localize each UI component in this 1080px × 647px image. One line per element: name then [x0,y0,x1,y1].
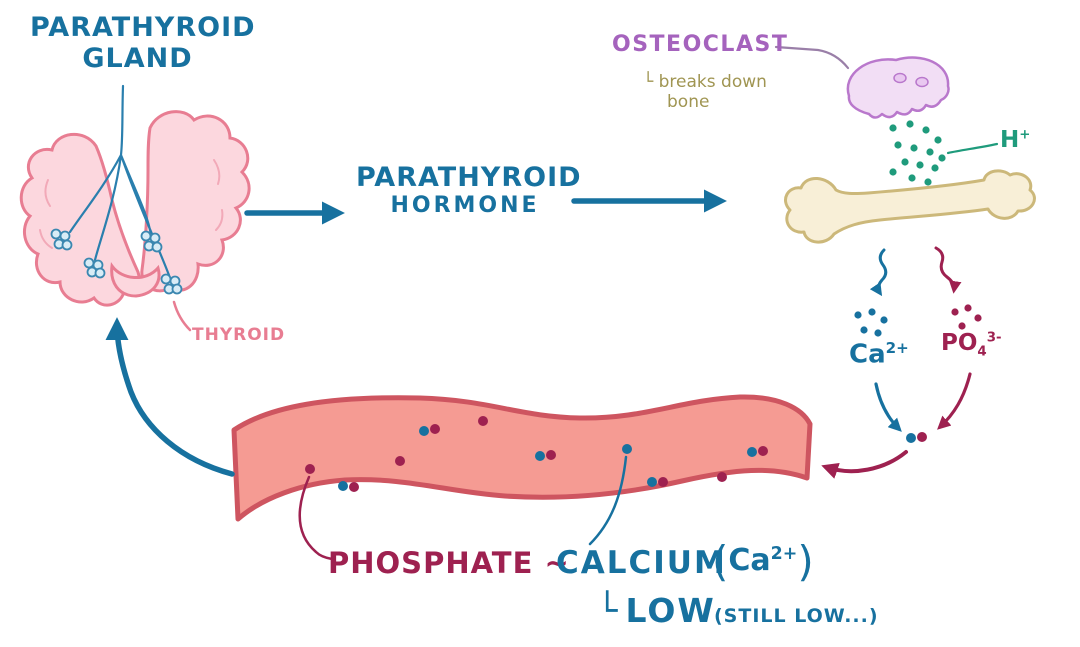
hydrogen-ion-base: H [1000,127,1020,153]
hydrogen-ion-sup: + [1019,127,1031,143]
parathyroid-gland-label-line1: PARATHYROID [30,12,256,43]
bone-drawing [784,169,1036,244]
phosphate-ion-dots [951,304,982,330]
feedback-arrow-to-gland [105,317,235,477]
low-bracket: └ [597,591,620,631]
osteoclast-drawing [846,56,950,119]
phosphate-ion-sub: 4 [977,344,987,360]
phosphate-ion-label: PO43- [941,330,1002,360]
calcium-paren-label: (Ca2+) [712,537,814,586]
thyroid-gland-drawing [19,84,251,307]
blood-ion-dots [305,416,768,492]
calcium-paren-sup: 2+ [770,544,798,564]
parathyroid-hormone-label-line2: HORMONE [390,193,540,219]
low-label: └LOW [597,591,716,631]
phosphate-release-squiggle-arrow [934,246,962,294]
phosphate-ion-sup: 3- [986,330,1002,346]
calcium-ion-base: Ca [849,339,886,370]
calcium-to-blood-arrow [874,382,902,432]
phosphate-ion-base: PO [941,330,978,356]
calcium-ion-dots [854,308,888,337]
still-low-label: (STILL LOW...) [714,605,879,627]
hydrogen-ion-label: H+ [1000,127,1030,153]
thyroid-label: THYROID [192,325,286,345]
parathyroid-gland-label: PARATHYROID GLAND [30,12,256,75]
phosphate-to-blood-arrow [937,372,972,430]
calcium-paren-open: ( [712,537,729,586]
parathyroid-hormone-label: PARATHYROID HORMONE [356,162,582,219]
calcium-paren-close: ) [797,537,814,586]
calcium-ion-sup: 2+ [885,339,909,357]
calcium-ion-label: Ca2+ [849,339,909,371]
phosphate-label: PHOSPHATE ~ [328,546,570,580]
ions-into-vessel-arrow [821,450,908,479]
hydrogen-pointer-line [946,142,999,155]
parathyroid-gland-label-line2: GLAND [82,43,193,75]
calcium-paren-base: Ca [728,543,771,578]
ion-pair-dots [906,432,927,443]
osteoclast-label: OSTEOCLAST [612,32,789,57]
blood-vessel-drawing [231,394,813,522]
phosphate-pointer-line [298,475,334,561]
hydrogen-ion-dots [889,120,946,186]
low-text: LOW [625,591,716,630]
osteoclast-note: └ breaks down bone [643,72,767,112]
osteoclast-note-line2: bone [667,91,710,112]
osteoclast-note-line1: └ breaks down [643,72,767,92]
parathyroid-clusters [50,228,183,295]
calcium-label: CALCIUM [556,545,727,581]
thyroid-pointer-line [172,300,192,332]
calcium-pointer-line [588,455,628,546]
calcium-release-squiggle-arrow [869,248,888,297]
osteoclast-pointer-line [774,45,850,70]
gland-vessel-lines [68,84,172,280]
parathyroid-hormone-label-line1: PARATHYROID [356,162,582,193]
